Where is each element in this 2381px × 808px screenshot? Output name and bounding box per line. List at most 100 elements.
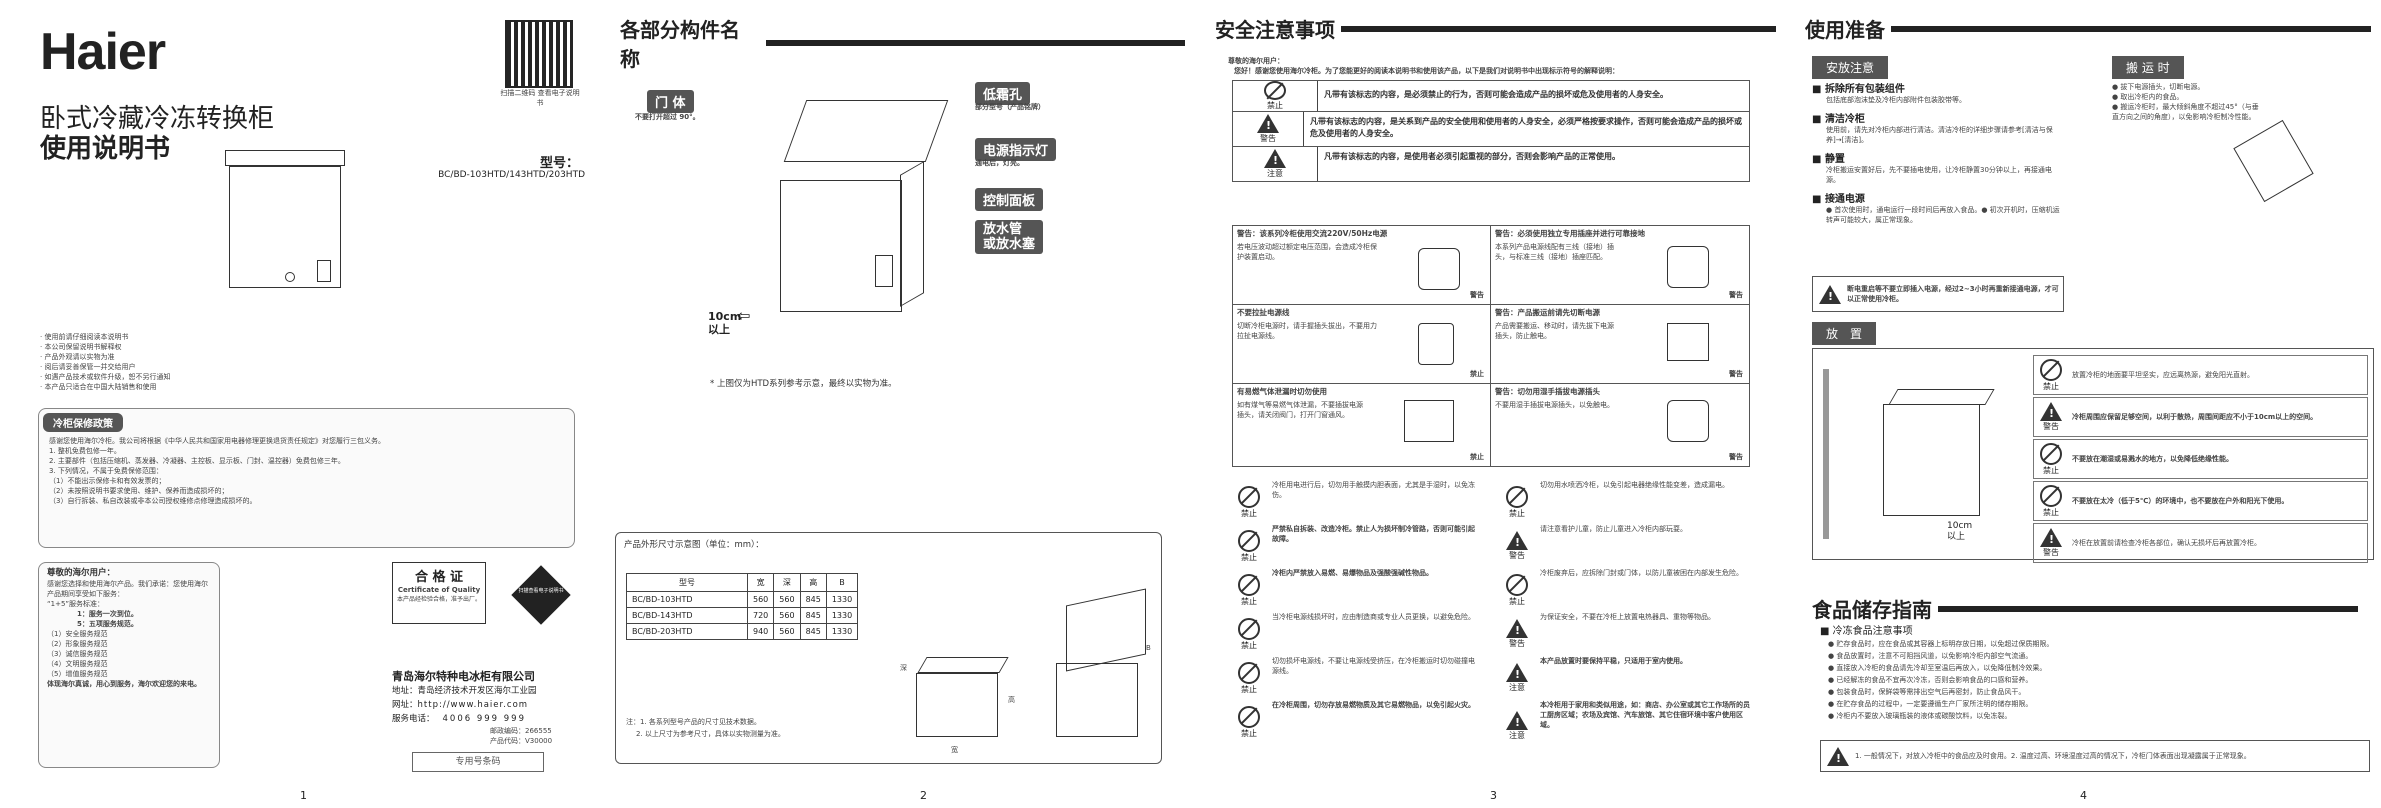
list-text: 本冷柜用于家用和类似用途，如：商店、办公室或其它工作场所的员工厨房区域；农场及宾…: [1540, 701, 1750, 729]
header-cell: B: [825, 573, 859, 592]
sign-cell: 禁止: [1500, 568, 1534, 612]
list-text: 冷柜用电进行后，切勿用手触摸内胆表面，尤其是手湿时，以免冻伤。: [1272, 481, 1475, 499]
callout-drain-hole-note: 部分型号（产品铭牌）: [975, 103, 1045, 111]
list-item: 禁止冷柜废弃后，应拆除门封或门体，以防儿童被困在内部发生危险。: [1500, 568, 1760, 612]
web-value: http://www.haier.com: [417, 700, 529, 710]
install-warning-text: 断电重启等不要立即插入电源，经过2~3小时再重新接通电源，才可以正常使用冷柜。: [1847, 285, 2059, 303]
warning-icon: !: [1819, 284, 1841, 304]
safety-cell: 警告：切勿用湿手插拔电源插头 不要用湿手插拔电源插头，以免触电。 警告: [1491, 384, 1749, 466]
table-cell: 560: [746, 591, 775, 608]
caution-icon: !: [1506, 711, 1528, 730]
food-notice-text: 1. 一般情况下，对放入冷柜中的食品应及时食用。2. 温度过高、环境湿度过高的情…: [1855, 752, 2251, 760]
install-item-title: ■ 静置: [1812, 154, 1845, 165]
food-list: ● 贮存食品时，应在食品或其容器上标明存放日期，以免超过保质期限。 ● 食品放置…: [1828, 638, 2368, 722]
warranty-line: 1. 整机免费包修一年。: [49, 447, 121, 455]
notice-line: 1：服务一次到位。: [77, 610, 138, 618]
warranty-line: 3. 下列情况，不属于免费保修范围：: [49, 467, 163, 475]
placement-item: 禁止不要放在潮湿或易溅水的地方，以免降低绝缘性能。: [2033, 439, 2368, 479]
install-item-title: ■ 清洁冷柜: [1812, 114, 1865, 125]
sign-label: 警告: [2043, 548, 2059, 557]
cert-text: 本产品经检验合格，准予出厂。: [396, 596, 481, 603]
barcode-stamp: 专用号条码: [412, 752, 544, 772]
warning-icon: !: [1506, 619, 1528, 638]
notice-line: （4）文明服务规范: [47, 660, 108, 668]
food-item: ● 冷柜内不要放入玻璃瓶装的液体或碳酸饮料，以免冻裂。: [1828, 712, 2012, 720]
transport-item: ● 取出冷柜内的食品。: [2112, 93, 2184, 101]
safety-cell-text: 不要用湿手插拔电源插头，以免触电。: [1495, 401, 1614, 409]
notice-line: （1）安全服务规范: [47, 630, 108, 638]
placement-text: 冷柜在放置前请检查冷柜各部位，确认无损坏后再放置冷柜。: [2072, 539, 2261, 547]
sign-cell: 禁止: [1232, 656, 1266, 700]
notice-line: “1+5”服务标准：: [47, 600, 105, 608]
cert-subtitle: Certificate of Quality: [397, 586, 481, 594]
food-item: ● 包装食品时，保鲜袋等需排出空气后再密封，防止食品风干。: [1828, 688, 2026, 696]
placement-freezer-top: [1888, 389, 1995, 405]
usage-notes: · 使用前请仔细阅读本说明书 · 本公司保留说明书解释权 · 产品外观请以实物为…: [40, 332, 360, 392]
safety-intro: 您好！感谢您使用海尔冷柜。为了您能更好的阅读本说明书和使用该产品，以下是我们对说…: [1234, 67, 1619, 75]
phone-label: 服务电话：: [392, 714, 435, 724]
sign-cell: 禁止: [2034, 442, 2068, 476]
dim-label-height: 高: [1008, 696, 1015, 704]
placement-text: 不要放在太冷（低于5℃）的环境中，也不要放在户外和阳光下使用。: [2072, 497, 2289, 505]
phone-line: 服务电话：4006 999 999: [392, 712, 526, 724]
safety-list-right: 禁止切勿用水喷洒冷柜，以免引起电器绝缘性能变差，造成漏电。 !警告请注意看护儿童…: [1500, 480, 1760, 752]
callout-power-light: 电源指示灯: [975, 138, 1057, 161]
section-title-safety: 安全注意事项: [1215, 14, 1776, 43]
page-1: Haier 扫描二维码 查看电子说明书 卧式冷藏冷冻转换柜 使用说明书 型号： …: [0, 0, 590, 808]
section-title-parts: 各部分构件名称: [620, 14, 1185, 72]
address-value: 青岛经济技术开发区海尔工业园: [417, 686, 537, 696]
install-item-title: ■ 拆除所有包装组件: [1812, 84, 1905, 95]
list-item: 禁止冷柜内严禁放入易燃、易爆物品及强酸强碱性物品。: [1232, 568, 1482, 612]
warranty-box: 冷柜保修政策 感谢您使用海尔冷柜。我公司将根据《中华人民共和国家用电器修理更换退…: [38, 408, 575, 548]
safety-cell-title: 警告：必须使用独立专用插座并进行可靠接地: [1495, 229, 1645, 238]
model-list: BC/BD-103HTD/143HTD/203HTD: [438, 170, 585, 180]
placement-box: 10cm 以上 禁止放置冷柜的地面要平坦坚实，应远离热源，避免阳光直射。 !警告…: [1812, 348, 2374, 563]
sign-cell: 禁止: [2034, 484, 2068, 518]
cord-icon: [1418, 323, 1454, 365]
dimension-box: 产品外形尺寸示意图（单位：mm）： 型号 宽 深 高 B BC/BD-103HT…: [615, 532, 1162, 764]
sign-label: 警告: [1259, 134, 1276, 143]
sign-label: 警告: [1509, 639, 1525, 648]
dim-label-width: 宽: [951, 746, 958, 754]
table-row: BC/BD-203HTD 940 560 845 1330: [626, 623, 859, 640]
cert-title: 合 格 证: [414, 570, 464, 585]
safety-cell-label: 警告: [1470, 291, 1484, 299]
manual-title: 使用说明书: [40, 134, 171, 164]
user-notice-box: 尊敬的海尔用户： 感谢您选择和使用海尔产品。我们承诺：您使用海尔产品期间享受如下…: [38, 562, 220, 768]
sign-cell: !注意: [1500, 656, 1534, 700]
address-label: 地址：: [392, 686, 418, 696]
header-cell: 高: [799, 573, 827, 592]
page-number: 3: [1490, 789, 1497, 802]
safety-cell-title: 警告：切勿用湿手插拔电源插头: [1495, 387, 1600, 396]
prohibit-icon: [1238, 617, 1260, 640]
food-item: ● 食品放置时，注意不可阻挡风道，以免影响冷柜内部空气流通。: [1828, 652, 2033, 660]
install-warning-box: ! 断电重启等不要立即插入电源，经过2~3小时再重新接通电源，才可以正常使用冷柜…: [1812, 276, 2064, 312]
sign-label: 注意: [1267, 169, 1283, 178]
safety-cell: 警告：必须使用独立专用插座并进行可靠接地 本系列产品电源线配有三线（接地）插头，…: [1491, 226, 1749, 305]
freezer-side: [900, 161, 924, 307]
header-cell: 宽: [746, 573, 775, 592]
table-cell: 845: [799, 623, 827, 640]
notice-line: （5）增值服务规范: [47, 670, 108, 678]
postcode-line: 邮政编码：266555: [490, 726, 552, 736]
table-row: BC/BD-103HTD 560 560 845 1330: [626, 591, 859, 608]
placement-header: 放 置: [1812, 322, 1877, 345]
sign-cell: !注意: [1500, 700, 1534, 752]
dim-figure-front: [916, 673, 998, 737]
list-text: 请注意看护儿童，防止儿童进入冷柜内部玩耍。: [1540, 525, 1687, 533]
install-item-title: ■ 接通电源: [1812, 194, 1865, 205]
diagram-note: * 上图仅为HTD系列参考示意，最终以实物为准。: [710, 379, 897, 389]
section-title-text: 各部分构件名称: [620, 18, 740, 71]
sign-cell: 禁止: [1232, 524, 1266, 568]
prohibit-icon: [1238, 705, 1260, 728]
sign-cell: !警告: [2034, 528, 2068, 558]
sign-text: 凡带有该标志的内容，是必须禁止的行为，否则可能会造成产品的损坏或危及使用者的人身…: [1324, 90, 1668, 99]
notice-line: 5：五项服务规范。: [77, 620, 138, 628]
sign-label: 禁止: [2043, 465, 2059, 475]
list-text: 冷柜内严禁放入易燃、易爆物品及强酸强碱性物品。: [1272, 569, 1433, 577]
safety-cell-text: 本系列产品电源线配有三线（接地）插头，与标准三线（接地）插座匹配。: [1495, 243, 1614, 261]
note-line: · 本产品只适合在中国大陆销售和使用: [40, 383, 157, 391]
table-cell: 1330: [825, 623, 859, 640]
dim-footnote-2: 2. 以上尺寸为参考尺寸，具体以实物测量为准。: [636, 730, 785, 738]
header-cell: 深: [773, 573, 801, 592]
